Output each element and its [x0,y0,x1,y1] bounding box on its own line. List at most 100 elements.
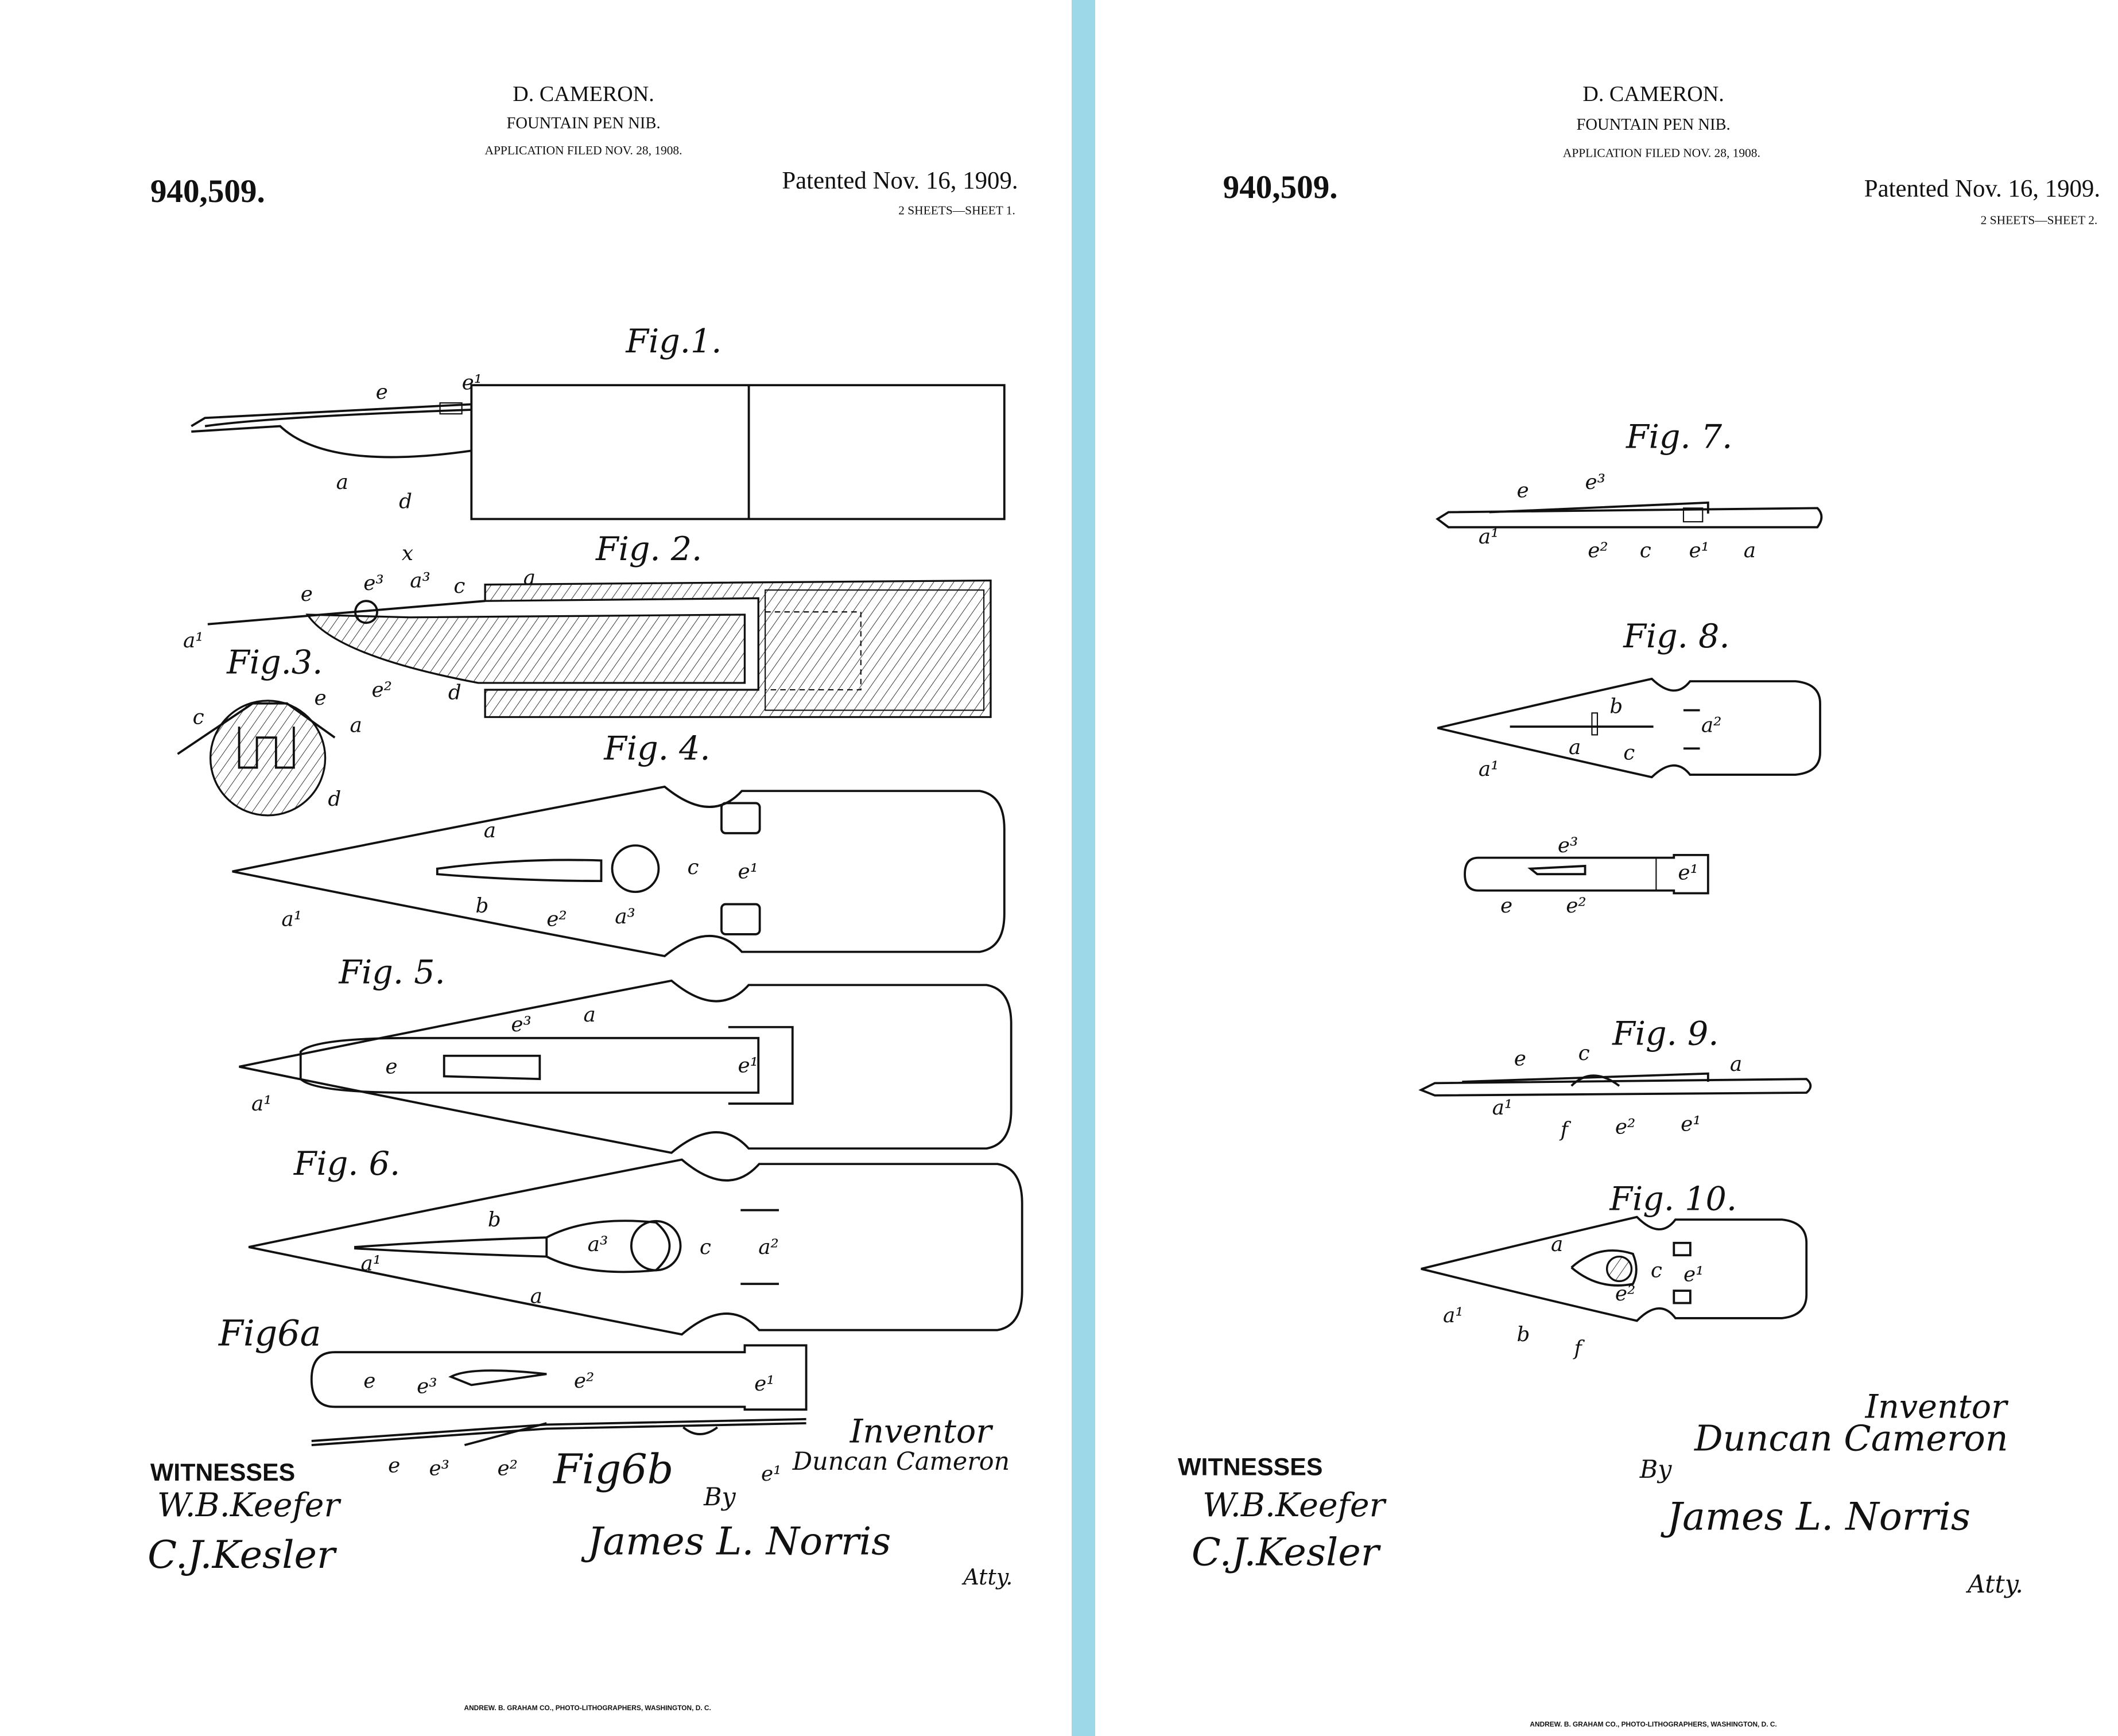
strip-drawing [1464,853,1709,895]
fig-6a-drawing [310,1344,808,1411]
nib-outline [239,979,1013,1154]
part-label: d [448,681,461,705]
witness-signature-1: W.B.Keefer [157,1486,342,1524]
part-label: a [350,714,362,737]
part-label: a [1551,1233,1563,1256]
part-label: e³ [363,572,383,595]
part-label: e² [1615,1282,1635,1306]
fig-10-drawing [1421,1215,1808,1322]
part-label: a¹ [281,908,302,931]
fig-3-drawing [177,700,336,817]
sheet-2: D. CAMERON. FOUNTAIN PEN NIB. APPLICATIO… [1178,82,2100,1728]
part-label: x [402,542,413,565]
patent-title: FOUNTAIN PEN NIB. [1577,116,1731,134]
part-label: a [1730,1053,1742,1076]
witnesses-label: WITNESSES [1178,1453,1322,1481]
part-label: e [1514,1047,1526,1070]
part-label: e¹ [761,1462,781,1486]
fig-6b-label: Fig6b [552,1446,673,1493]
part-label: c [1640,539,1651,562]
nib-outline [248,1158,1023,1336]
part-label: f [1559,1118,1572,1141]
part-label: c [687,856,699,879]
fig-6-label: Fig. 6. [293,1145,400,1183]
fig-2-drawing [207,579,992,719]
fig-10-label: Fig. 10. [1609,1180,1737,1218]
part-label: e¹ [1678,861,1698,885]
part-label: e¹ [1689,539,1709,562]
fig-1-drawing [191,384,1006,521]
part-label: e [1500,894,1512,918]
nib-outline [1421,1215,1808,1322]
part-label: e² [1615,1115,1635,1139]
fig-1-label: Fig.1. [625,323,721,360]
fig-2-label: Fig. 2. [595,530,702,568]
witnesses-label: WITNESSES [150,1459,295,1486]
inventor-signature: Duncan Cameron [792,1447,1010,1476]
inventor-name: D. CAMERON. [513,82,654,106]
patented-date: Patented Nov. 16, 1909. [1864,176,2100,203]
part-label: e [1517,479,1529,502]
fig-3-label: Fig.3. [226,643,323,681]
fig-9-drawing [1418,1072,1812,1097]
nib-outline [232,785,1006,958]
part-label: a [484,819,496,842]
part-label: e¹ [1681,1113,1701,1136]
sheet-count: 2 SHEETS—SHEET 1. [898,204,1015,218]
part-label: d [399,490,412,513]
part-label: e [385,1055,397,1079]
part-label: a [336,471,348,494]
part-label: a¹ [1479,758,1499,781]
part-label: e² [574,1369,594,1393]
part-label: e [363,1369,375,1393]
part-label: e¹ [462,371,482,394]
part-label: a¹ [1492,1096,1513,1120]
fig-4-drawing [232,785,1006,958]
part-label: e³ [511,1013,531,1036]
part-label: a [1744,539,1756,562]
fig-6b-drawing [311,1417,806,1446]
part-label: e² [498,1457,518,1480]
part-label: e² [372,678,392,702]
part-label: e¹ [738,1054,758,1077]
part-label: a² [758,1236,779,1259]
part-label: b [488,1208,501,1232]
sheet-divider [1072,0,1095,1736]
part-label: c [193,705,204,729]
part-label: a¹ [251,1092,272,1116]
by-label: By [703,1483,736,1512]
fig-6-drawing [248,1158,1023,1336]
part-label: e¹ [754,1372,774,1396]
part-label: a [530,1285,542,1308]
fig-5-drawing [239,979,1013,1154]
part-label: a [1569,736,1581,759]
fig-7-label: Fig. 7. [1626,418,1732,456]
part-label: e² [1566,894,1586,918]
patent-number: 940,509. [150,173,265,209]
part-label: e [301,582,313,606]
filed-date: APPLICATION FILED NOV. 28, 1908. [1563,146,1760,160]
part-label: b [1609,694,1623,718]
fig-7-drawing [1436,501,1823,529]
fig-8-drawing [1437,677,1821,779]
part-label: c [453,574,465,598]
part-label: a¹ [183,629,204,653]
part-label: a¹ [1479,525,1499,549]
part-label: e³ [1558,834,1578,857]
nib-outline [1437,677,1821,779]
part-label: e² [1588,539,1608,562]
part-label: c [700,1236,711,1259]
patent-number: 940,509. [1223,169,1338,205]
filed-date: APPLICATION FILED NOV. 28, 1908. [485,143,682,157]
fig-4-label: Fig. 4. [603,729,710,767]
part-label: e¹ [738,860,758,883]
fig-9-label: Fig. 9. [1612,1015,1719,1053]
part-label: e² [546,908,567,931]
part-label: a³ [588,1233,608,1256]
patent-title: FOUNTAIN PEN NIB. [506,115,660,133]
part-label: c [1623,741,1635,764]
part-label: a² [1701,714,1722,737]
part-label: a [584,1003,596,1027]
part-label: e [388,1454,400,1478]
